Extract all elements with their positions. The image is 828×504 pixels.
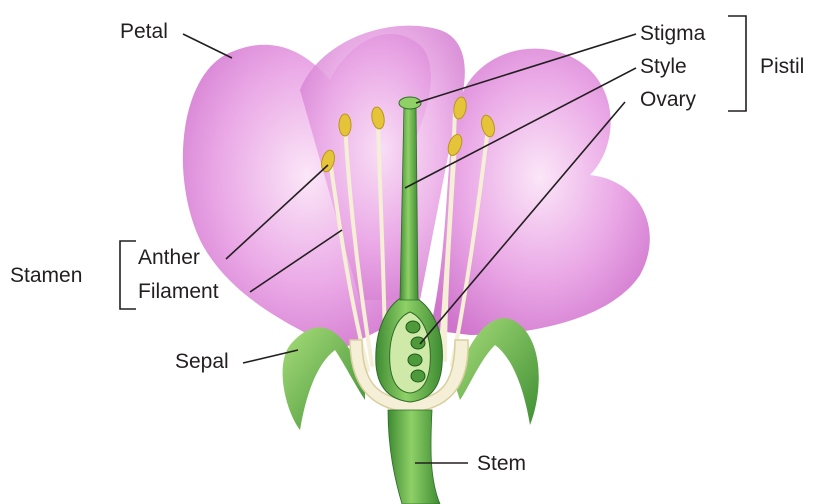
ovule-2 <box>411 337 425 349</box>
label-style: Style <box>640 55 687 78</box>
petal-leader <box>183 34 232 58</box>
label-petal: Petal <box>120 20 168 43</box>
anther-2 <box>339 114 351 136</box>
label-stem: Stem <box>477 452 526 475</box>
ovule-3 <box>408 354 422 366</box>
ovule-4 <box>411 370 425 382</box>
pistil-bracket <box>728 16 746 111</box>
label-stigma: Stigma <box>640 22 706 45</box>
label-anther: Anther <box>138 246 200 269</box>
stamen-bracket <box>120 241 136 309</box>
label-sepal: Sepal <box>175 350 229 373</box>
label-ovary: Ovary <box>640 88 697 111</box>
stem <box>388 410 440 504</box>
label-stamen: Stamen <box>10 264 82 287</box>
ovule-1 <box>406 321 420 333</box>
label-pistil: Pistil <box>760 55 804 78</box>
label-filament: Filament <box>138 280 219 303</box>
